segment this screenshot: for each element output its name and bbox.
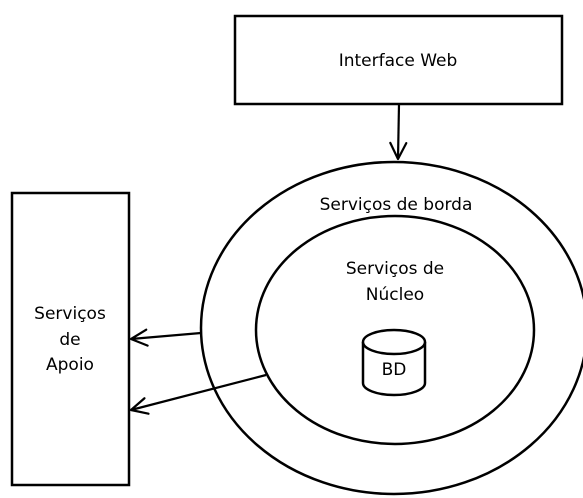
edge-services-ellipse: Serviços de borda — [199, 160, 583, 496]
arrow-core-to-support — [129, 373, 267, 415]
core-services-label-line2: Núcleo — [366, 285, 424, 305]
arrow-web-to-edge — [389, 103, 408, 161]
support-services-label-line3: Apoio — [46, 355, 94, 375]
support-services-box: Serviços de Apoio — [10, 191, 131, 487]
web-interface-box: Interface Web — [233, 14, 564, 106]
support-services-label-line1: Serviços — [34, 304, 106, 324]
core-services-ellipse: Serviços de Núcleo — [254, 214, 536, 446]
database-label: BD — [382, 360, 407, 380]
web-interface-label: Interface Web — [339, 51, 458, 71]
core-services-label-line1: Serviços de — [346, 259, 444, 279]
database-icon: BD — [361, 328, 427, 397]
edge-services-label: Serviços de borda — [320, 195, 473, 215]
arrow-edge-to-support — [129, 328, 202, 347]
support-services-label-line2: de — [59, 330, 80, 350]
